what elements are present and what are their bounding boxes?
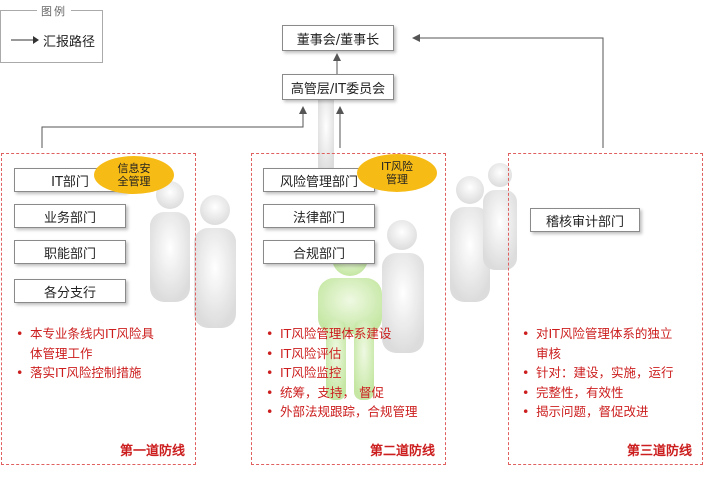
second-line-box-legal: 法律部门 [263, 204, 375, 228]
bullet-item: 落实IT风险控制措施 [16, 363, 186, 383]
first-line-box-business: 业务部门 [14, 204, 126, 228]
bullet-item: 针对：建设，实施，运行 [522, 363, 700, 383]
bullet-item: IT风险监控 [266, 363, 441, 383]
first-line-box-label: IT部门 [51, 174, 89, 190]
first-line-label: 第一道防线 [120, 444, 186, 459]
it-risk-badge: IT风险管理 [357, 154, 437, 192]
bullet-item: 统筹，支持， 督促 [266, 383, 441, 403]
badge-line: IT风险 [381, 160, 413, 173]
legend-title: 图例 [37, 3, 71, 19]
bullet-item-continuation: 审核 [536, 345, 562, 361]
second-line-box-compliance: 合规部门 [263, 240, 375, 264]
badge-line: 全管理 [117, 175, 151, 188]
first-line-region [1, 153, 196, 465]
first-line-box-label: 业务部门 [43, 210, 96, 226]
third-line-label: 第三道防线 [627, 444, 693, 459]
board-box: 董事会/董事长 [282, 25, 394, 51]
third-line-bullets: 对IT风险管理体系的独立 审核 针对：建设，实施，运行 完整性，有效性 揭示问题… [522, 324, 700, 422]
legend-label: 汇报路径 [43, 35, 96, 50]
first-line-box-label: 职能部门 [43, 246, 96, 262]
management-box: 高管层/IT委员会 [282, 74, 394, 100]
bullet-item: 完整性，有效性 [522, 383, 700, 403]
first-line-box-branches: 各分支行 [14, 279, 126, 303]
first-line-bullets: 本专业条线内IT风险具 体管理工作 落实IT风险控制措施 [16, 324, 186, 383]
second-line-box-label: 合规部门 [292, 246, 345, 262]
arrow-right-icon [11, 36, 39, 44]
second-line-box-label: 法律部门 [292, 210, 345, 226]
second-line-region [251, 153, 446, 465]
legend-box: 图例 汇报路径 [0, 3, 103, 63]
management-label: 高管层/IT委员会 [290, 81, 386, 97]
bullet-item: 本专业条线内IT风险具 [16, 324, 186, 344]
second-line-box-risk: 风险管理部门 [263, 168, 375, 192]
first-line-box-label: 各分支行 [43, 285, 96, 301]
second-line-label: 第二道防线 [370, 444, 436, 459]
bullet-item: 揭示问题，督促改进 [522, 402, 700, 422]
bullet-item: 外部法规跟踪，合规管理 [266, 402, 441, 422]
bullet-item-continuation: 体管理工作 [30, 345, 93, 361]
bullet-item: 对IT风险管理体系的独立 [522, 324, 700, 344]
third-line-box-label: 稽核审计部门 [545, 214, 624, 230]
second-line-bullets: IT风险管理体系建设 IT风险评估 IT风险监控 统筹，支持， 督促 外部法规跟… [266, 324, 441, 422]
bullet-item: IT风险管理体系建设 [266, 324, 441, 344]
info-security-badge: 信息安全管理 [94, 156, 174, 194]
third-line-box-audit: 稽核审计部门 [530, 208, 640, 232]
second-line-box-label: 风险管理部门 [279, 174, 358, 190]
board-label: 董事会/董事长 [296, 32, 380, 48]
first-line-box-functional: 职能部门 [14, 240, 126, 264]
badge-line: 信息安 [117, 162, 151, 175]
badge-line: 管理 [386, 173, 408, 186]
bullet-item: IT风险评估 [266, 344, 441, 364]
